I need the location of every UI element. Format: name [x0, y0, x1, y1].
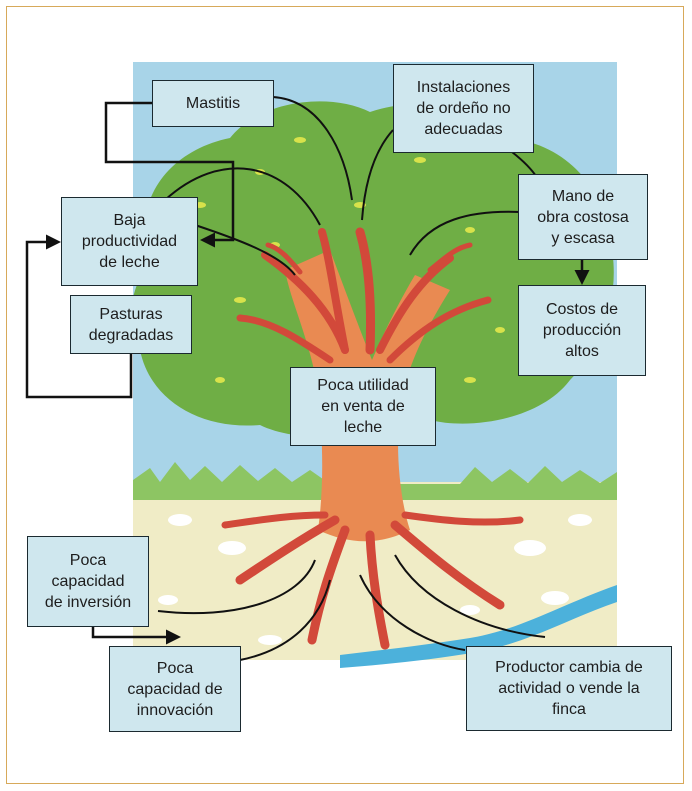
box-pasturas-degradadas: Pasturas degradadas [70, 295, 192, 354]
box-baja-productividad: Baja productividad de leche [61, 197, 198, 286]
box-productor-cambia: Productor cambia de actividad o vende la… [466, 646, 672, 731]
box-capacidad-innovacion: Poca capacidad de innovación [109, 646, 241, 732]
box-capacidad-inversion: Poca capacidad de inversión [27, 536, 149, 627]
box-costos-produccion: Costos de producción altos [518, 285, 646, 376]
box-mastitis: Mastitis [152, 80, 274, 127]
box-mano-de-obra: Mano de obra costosa y escasa [518, 174, 648, 260]
box-poca-utilidad: Poca utilidad en venta de leche [290, 367, 436, 446]
box-instalaciones-ordeno: Instalaciones de ordeño no adecuadas [393, 64, 534, 153]
